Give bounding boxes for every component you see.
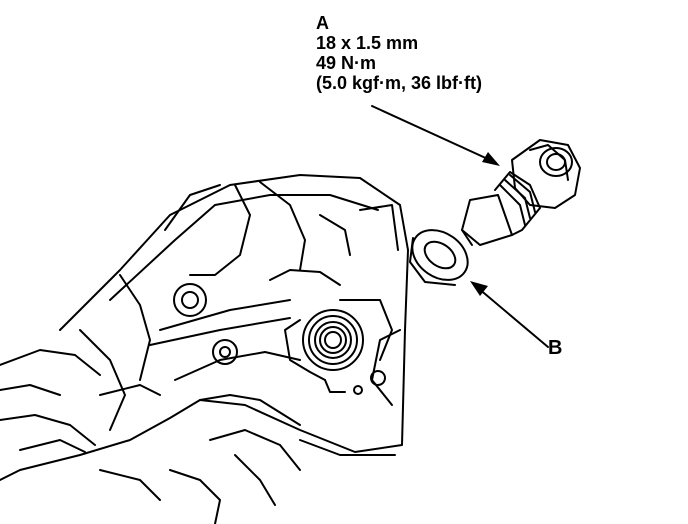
threaded-port	[284, 309, 364, 393]
transmission-housing	[0, 174, 409, 524]
callout-b-letter: B	[548, 337, 563, 359]
callout-a-torque: 49 N·m	[316, 53, 377, 73]
leader-line-b	[477, 287, 549, 348]
union-bolt	[461, 139, 581, 246]
callout-a-torque-alt: (5.0 kgf·m, 36 lbf·ft)	[316, 73, 483, 93]
leader-line-a	[371, 105, 491, 161]
arrowhead-a	[482, 152, 500, 166]
arrowhead-b	[470, 281, 488, 296]
callout-a-size: 18 x 1.5 mm	[316, 33, 419, 53]
sealing-washer	[409, 229, 469, 286]
callout-a-letter: A	[316, 13, 329, 33]
callout-a: A 18 x 1.5 mm 49 N·m (5.0 kgf·m, 36 lbf·…	[316, 14, 482, 94]
